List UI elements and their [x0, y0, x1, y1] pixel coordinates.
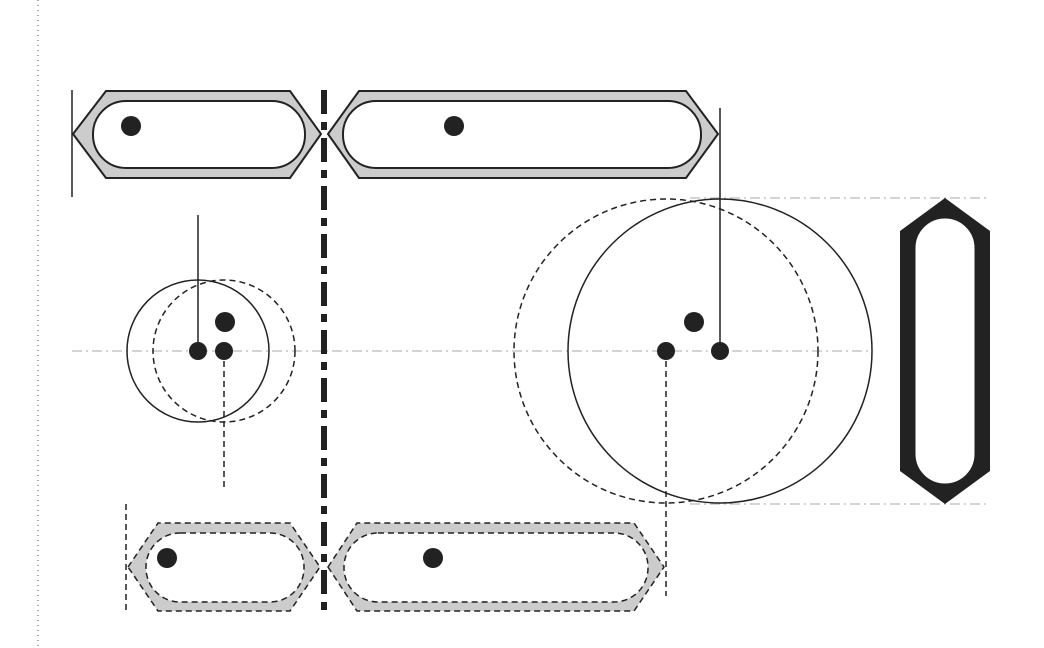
vertical-black-capsule	[900, 198, 990, 504]
bottom-left-dashed-hexagon-capsule	[128, 523, 320, 611]
small-dashed-center-dot	[215, 342, 233, 360]
top-left-hexagon-capsule	[73, 91, 321, 178]
small-offset-dot	[215, 312, 235, 332]
large-solid-center-dot	[711, 342, 729, 360]
bottom-right-dashed-hexagon-capsule	[328, 523, 664, 611]
bottom-left-center-dot	[157, 548, 177, 568]
top-right-center-dot	[444, 116, 464, 136]
bottom-right-center-dot	[423, 548, 443, 568]
small-solid-center-dot	[189, 342, 207, 360]
top-left-center-dot	[121, 116, 141, 136]
large-offset-dot	[684, 312, 704, 332]
top-right-hexagon-capsule	[328, 91, 718, 178]
large-dashed-center-dot	[657, 342, 675, 360]
